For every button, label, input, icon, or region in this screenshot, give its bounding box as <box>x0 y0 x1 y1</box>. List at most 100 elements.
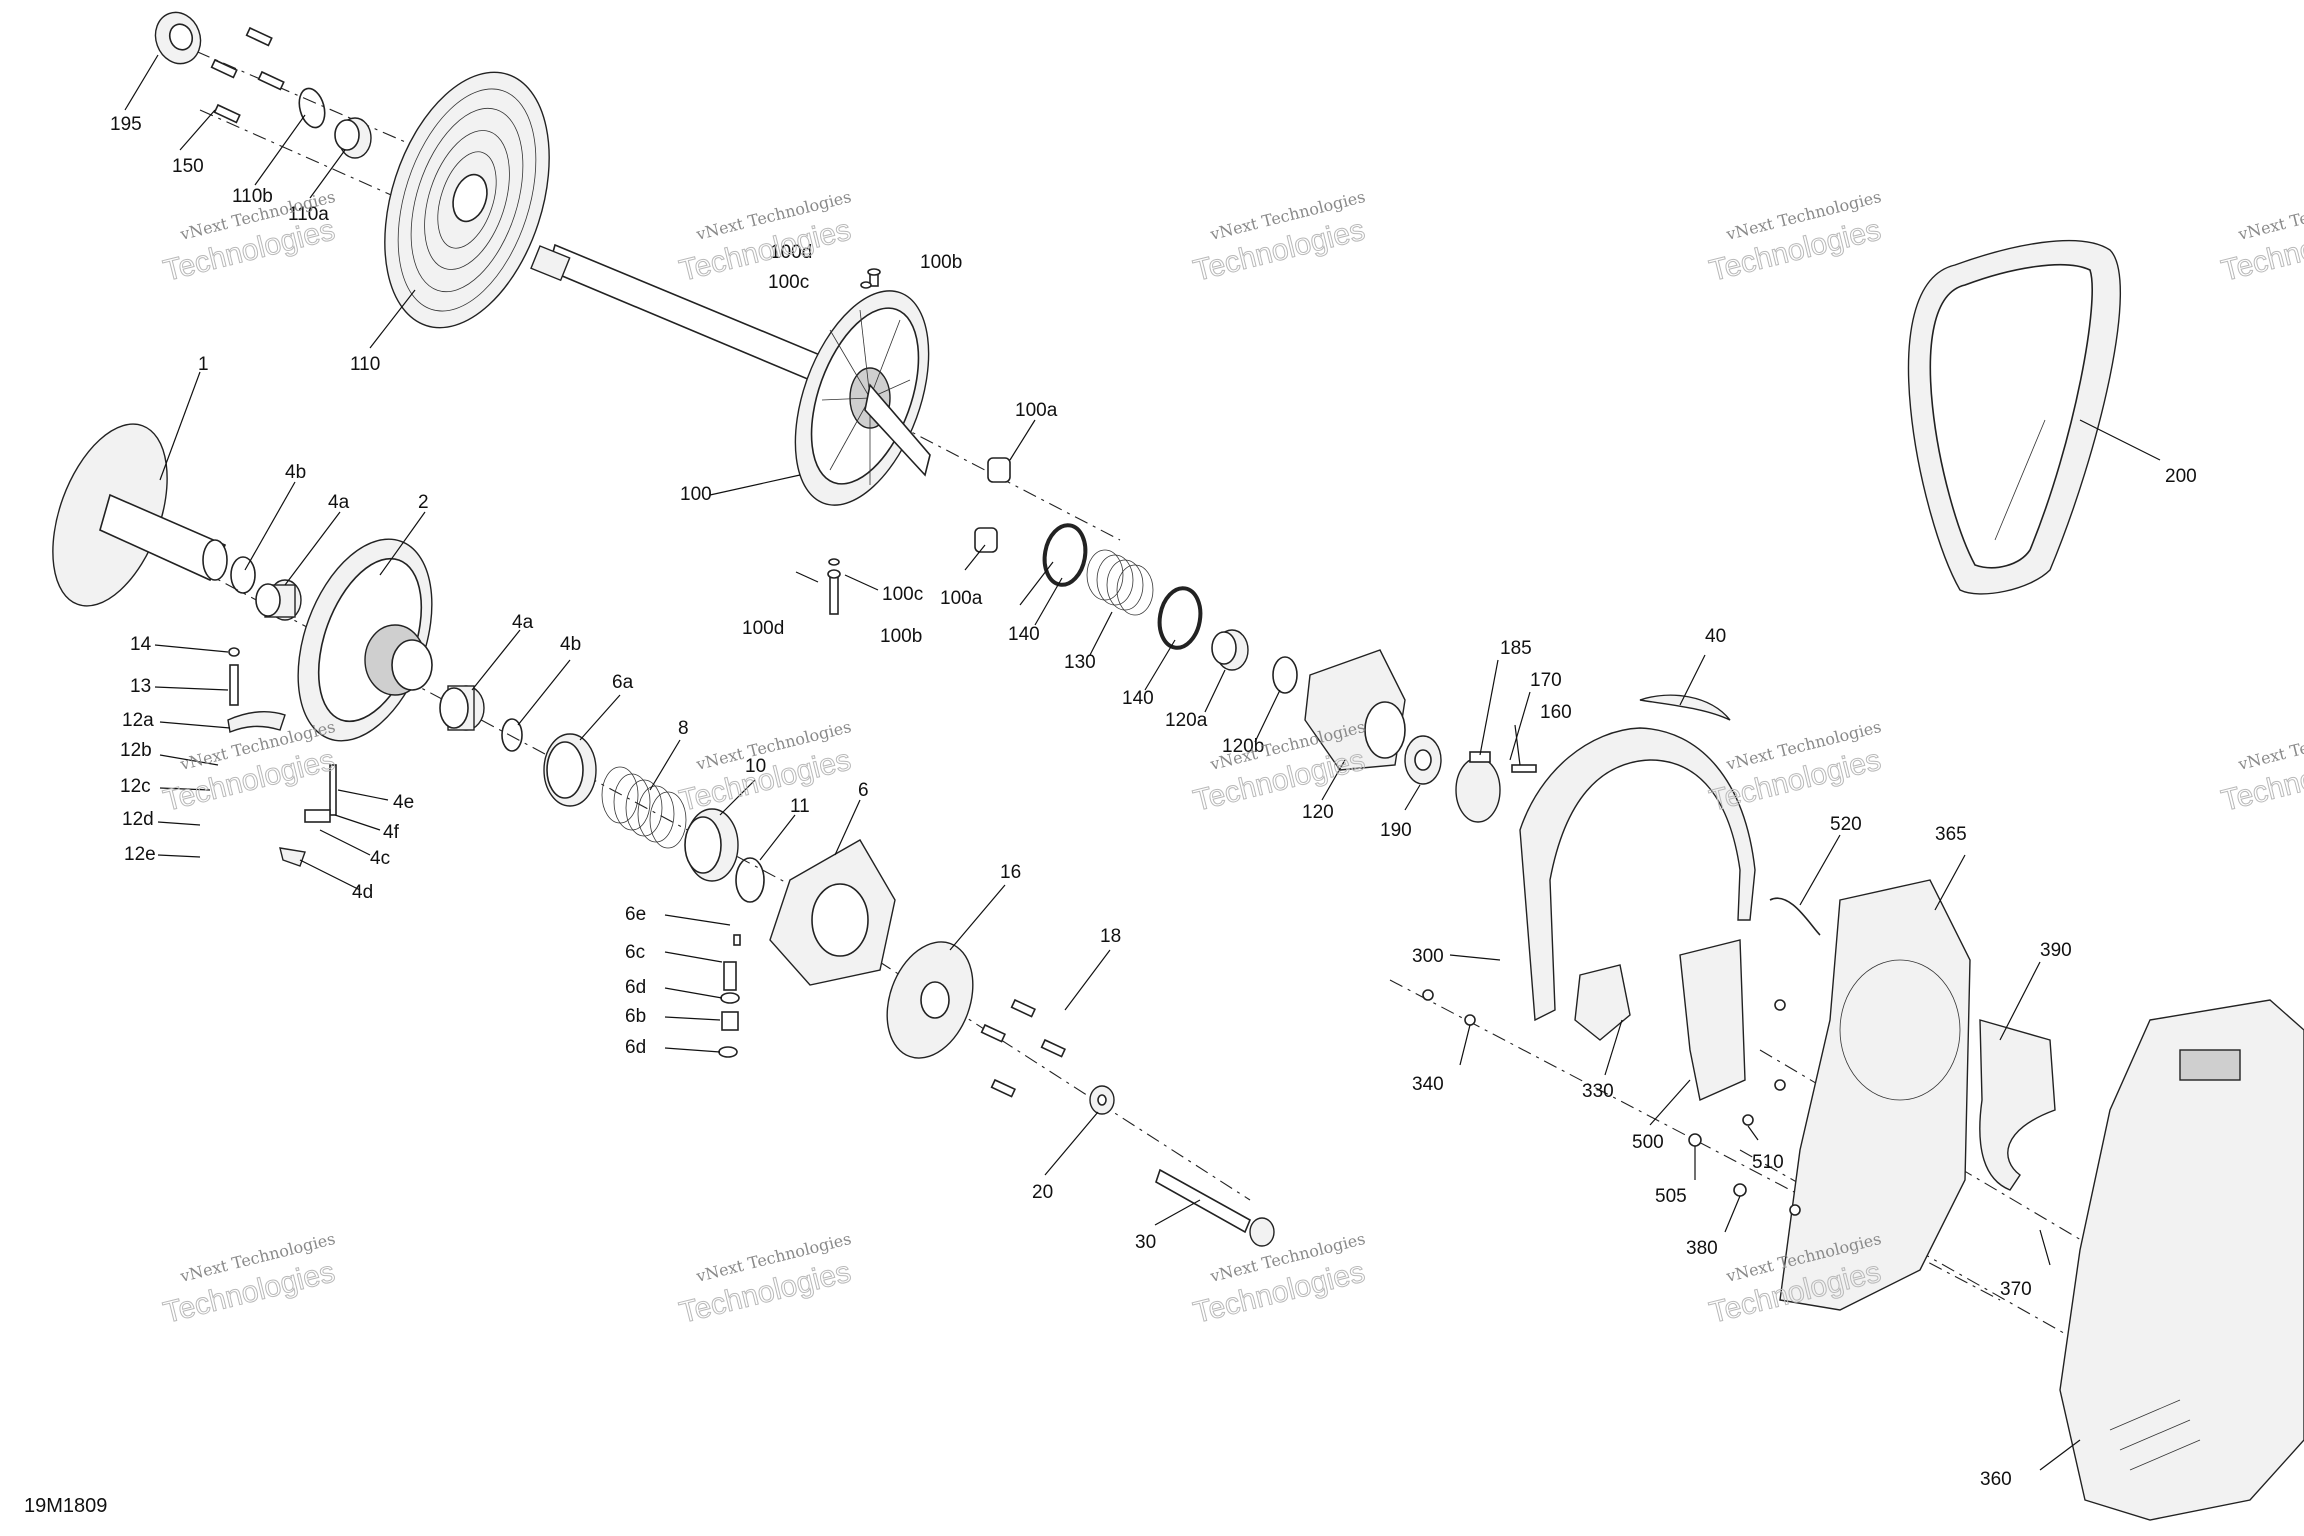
callout-6c: 6c <box>625 942 645 963</box>
callout-labels: 195 150 110b 110a 110 100d 100b 100c 100… <box>110 114 2197 1490</box>
callout-12a: 12a <box>122 710 154 731</box>
callout-4b-left: 4b <box>285 462 306 483</box>
spring-130 <box>1086 549 1154 616</box>
ring-4b-left <box>230 556 256 594</box>
plate-500 <box>1679 939 1746 1101</box>
watermark: vNext Technologies Technologies <box>2218 717 2304 818</box>
callout-360: 360 <box>1980 1469 2012 1490</box>
callout-100a-top: 100a <box>1015 400 1058 421</box>
cover-16 <box>886 941 974 1059</box>
sheave-110 <box>384 71 550 329</box>
callout-100c-top: 100c <box>768 272 809 293</box>
watermark: vNext Technologies Technologies <box>676 1229 855 1330</box>
washer-20 <box>1089 1085 1115 1115</box>
strip-40 <box>1639 694 1731 721</box>
callout-100c-bot: 100c <box>882 584 923 605</box>
callout-110a: 110a <box>288 204 329 225</box>
callout-1: 1 <box>198 354 209 375</box>
callout-100d-top: 100d <box>770 242 812 263</box>
slider-buttons-100a <box>974 457 1011 553</box>
callout-110b: 110b <box>232 186 273 207</box>
screws-18 <box>980 998 1067 1098</box>
oil-seal-195 <box>154 11 202 65</box>
callout-120b: 120b <box>1222 736 1264 757</box>
callout-6e: 6e <box>625 904 646 925</box>
callout-4d: 4d <box>352 882 373 903</box>
callout-190: 190 <box>1380 820 1412 841</box>
spring-8 <box>601 766 687 849</box>
ring-4b-right <box>501 718 523 752</box>
spider-6 <box>769 839 896 986</box>
callout-100b-bot: 100b <box>880 626 922 647</box>
washer-140-b <box>1157 586 1203 650</box>
bushing-4a-right <box>439 685 485 731</box>
ring-120b <box>1272 656 1298 694</box>
callout-12d: 12d <box>122 809 154 830</box>
shaft-100 <box>530 243 822 382</box>
callout-130: 130 <box>1064 652 1096 673</box>
callout-14: 14 <box>130 634 152 655</box>
watermark: vNext Technologies Technologies <box>1190 187 1369 288</box>
pins-100b-100c-100d <box>795 268 881 615</box>
bushing-110a <box>334 117 372 159</box>
callout-300: 300 <box>1412 946 1444 967</box>
watermark: vNext Technologies Technologies <box>160 1229 339 1330</box>
callout-20: 20 <box>1032 1182 1053 1203</box>
callout-2: 2 <box>418 492 429 513</box>
callout-505: 505 <box>1655 1186 1687 1207</box>
callout-6d-a: 6d <box>625 977 646 998</box>
callout-30: 30 <box>1135 1232 1156 1253</box>
bushing-10 <box>684 808 739 882</box>
callout-170: 170 <box>1530 670 1562 691</box>
callout-185: 185 <box>1500 638 1532 659</box>
movable-sheave-2 <box>297 538 433 742</box>
pins-12-13-14 <box>227 647 337 867</box>
washer-190 <box>1404 735 1442 785</box>
callout-4e: 4e <box>393 792 414 813</box>
callout-510: 510 <box>1752 1152 1784 1173</box>
ring-gear-6a <box>543 733 597 807</box>
bracket-330 <box>1574 964 1631 1041</box>
watermark: vNext Technologies Technologies <box>1706 717 1885 818</box>
callout-10: 10 <box>745 756 766 777</box>
callout-370: 370 <box>2000 1279 2032 1300</box>
callout-4a-right: 4a <box>512 612 534 633</box>
fasteners-340-505-510-380-520 <box>1422 897 1821 1216</box>
callout-16: 16 <box>1000 862 1021 883</box>
watermark: vNext Technologies Technologies <box>2218 187 2304 288</box>
callout-200: 200 <box>2165 466 2197 487</box>
callout-110: 110 <box>350 354 380 375</box>
callout-40: 40 <box>1705 626 1726 647</box>
callout-140-a: 140 <box>1008 624 1040 645</box>
svg-text:vNext Technologies: vNext Technologies <box>2235 187 2304 244</box>
drive-belt-200 <box>1907 239 2121 595</box>
svg-text:vNext Technologies: vNext Technologies <box>2235 717 2304 774</box>
retaining-ring-110b <box>298 87 326 129</box>
callout-140-b: 140 <box>1122 688 1154 709</box>
spider-parts-6b-6e <box>718 934 741 1058</box>
sheave-100 <box>794 290 931 506</box>
watermark: vNext Technologies Technologies <box>676 717 855 818</box>
callout-365: 365 <box>1935 824 1967 845</box>
leader-lines <box>124 54 2161 1471</box>
callout-340: 340 <box>1412 1074 1444 1095</box>
callout-500: 500 <box>1632 1132 1664 1153</box>
fixed-sheave-1 <box>52 423 228 607</box>
callout-120: 120 <box>1302 802 1334 823</box>
guard-300 <box>1519 727 1756 1022</box>
callout-195: 195 <box>110 114 142 135</box>
outer-cover-360 <box>2059 999 2304 1521</box>
callout-160: 160 <box>1540 702 1572 723</box>
callout-100a-bot: 100a <box>940 588 983 609</box>
ring-11 <box>735 857 765 903</box>
bolt-30 <box>1155 1168 1275 1247</box>
callout-6a: 6a <box>612 672 634 693</box>
bushing-4a-left <box>255 579 302 621</box>
callout-6d-b: 6d <box>625 1037 646 1058</box>
cover-365 <box>1779 879 1971 1311</box>
watermark: vNext Technologies Technologies <box>1190 717 1369 818</box>
callout-4b-right: 4b <box>560 634 581 655</box>
callout-520: 520 <box>1830 814 1862 835</box>
callout-13: 13 <box>130 676 151 697</box>
